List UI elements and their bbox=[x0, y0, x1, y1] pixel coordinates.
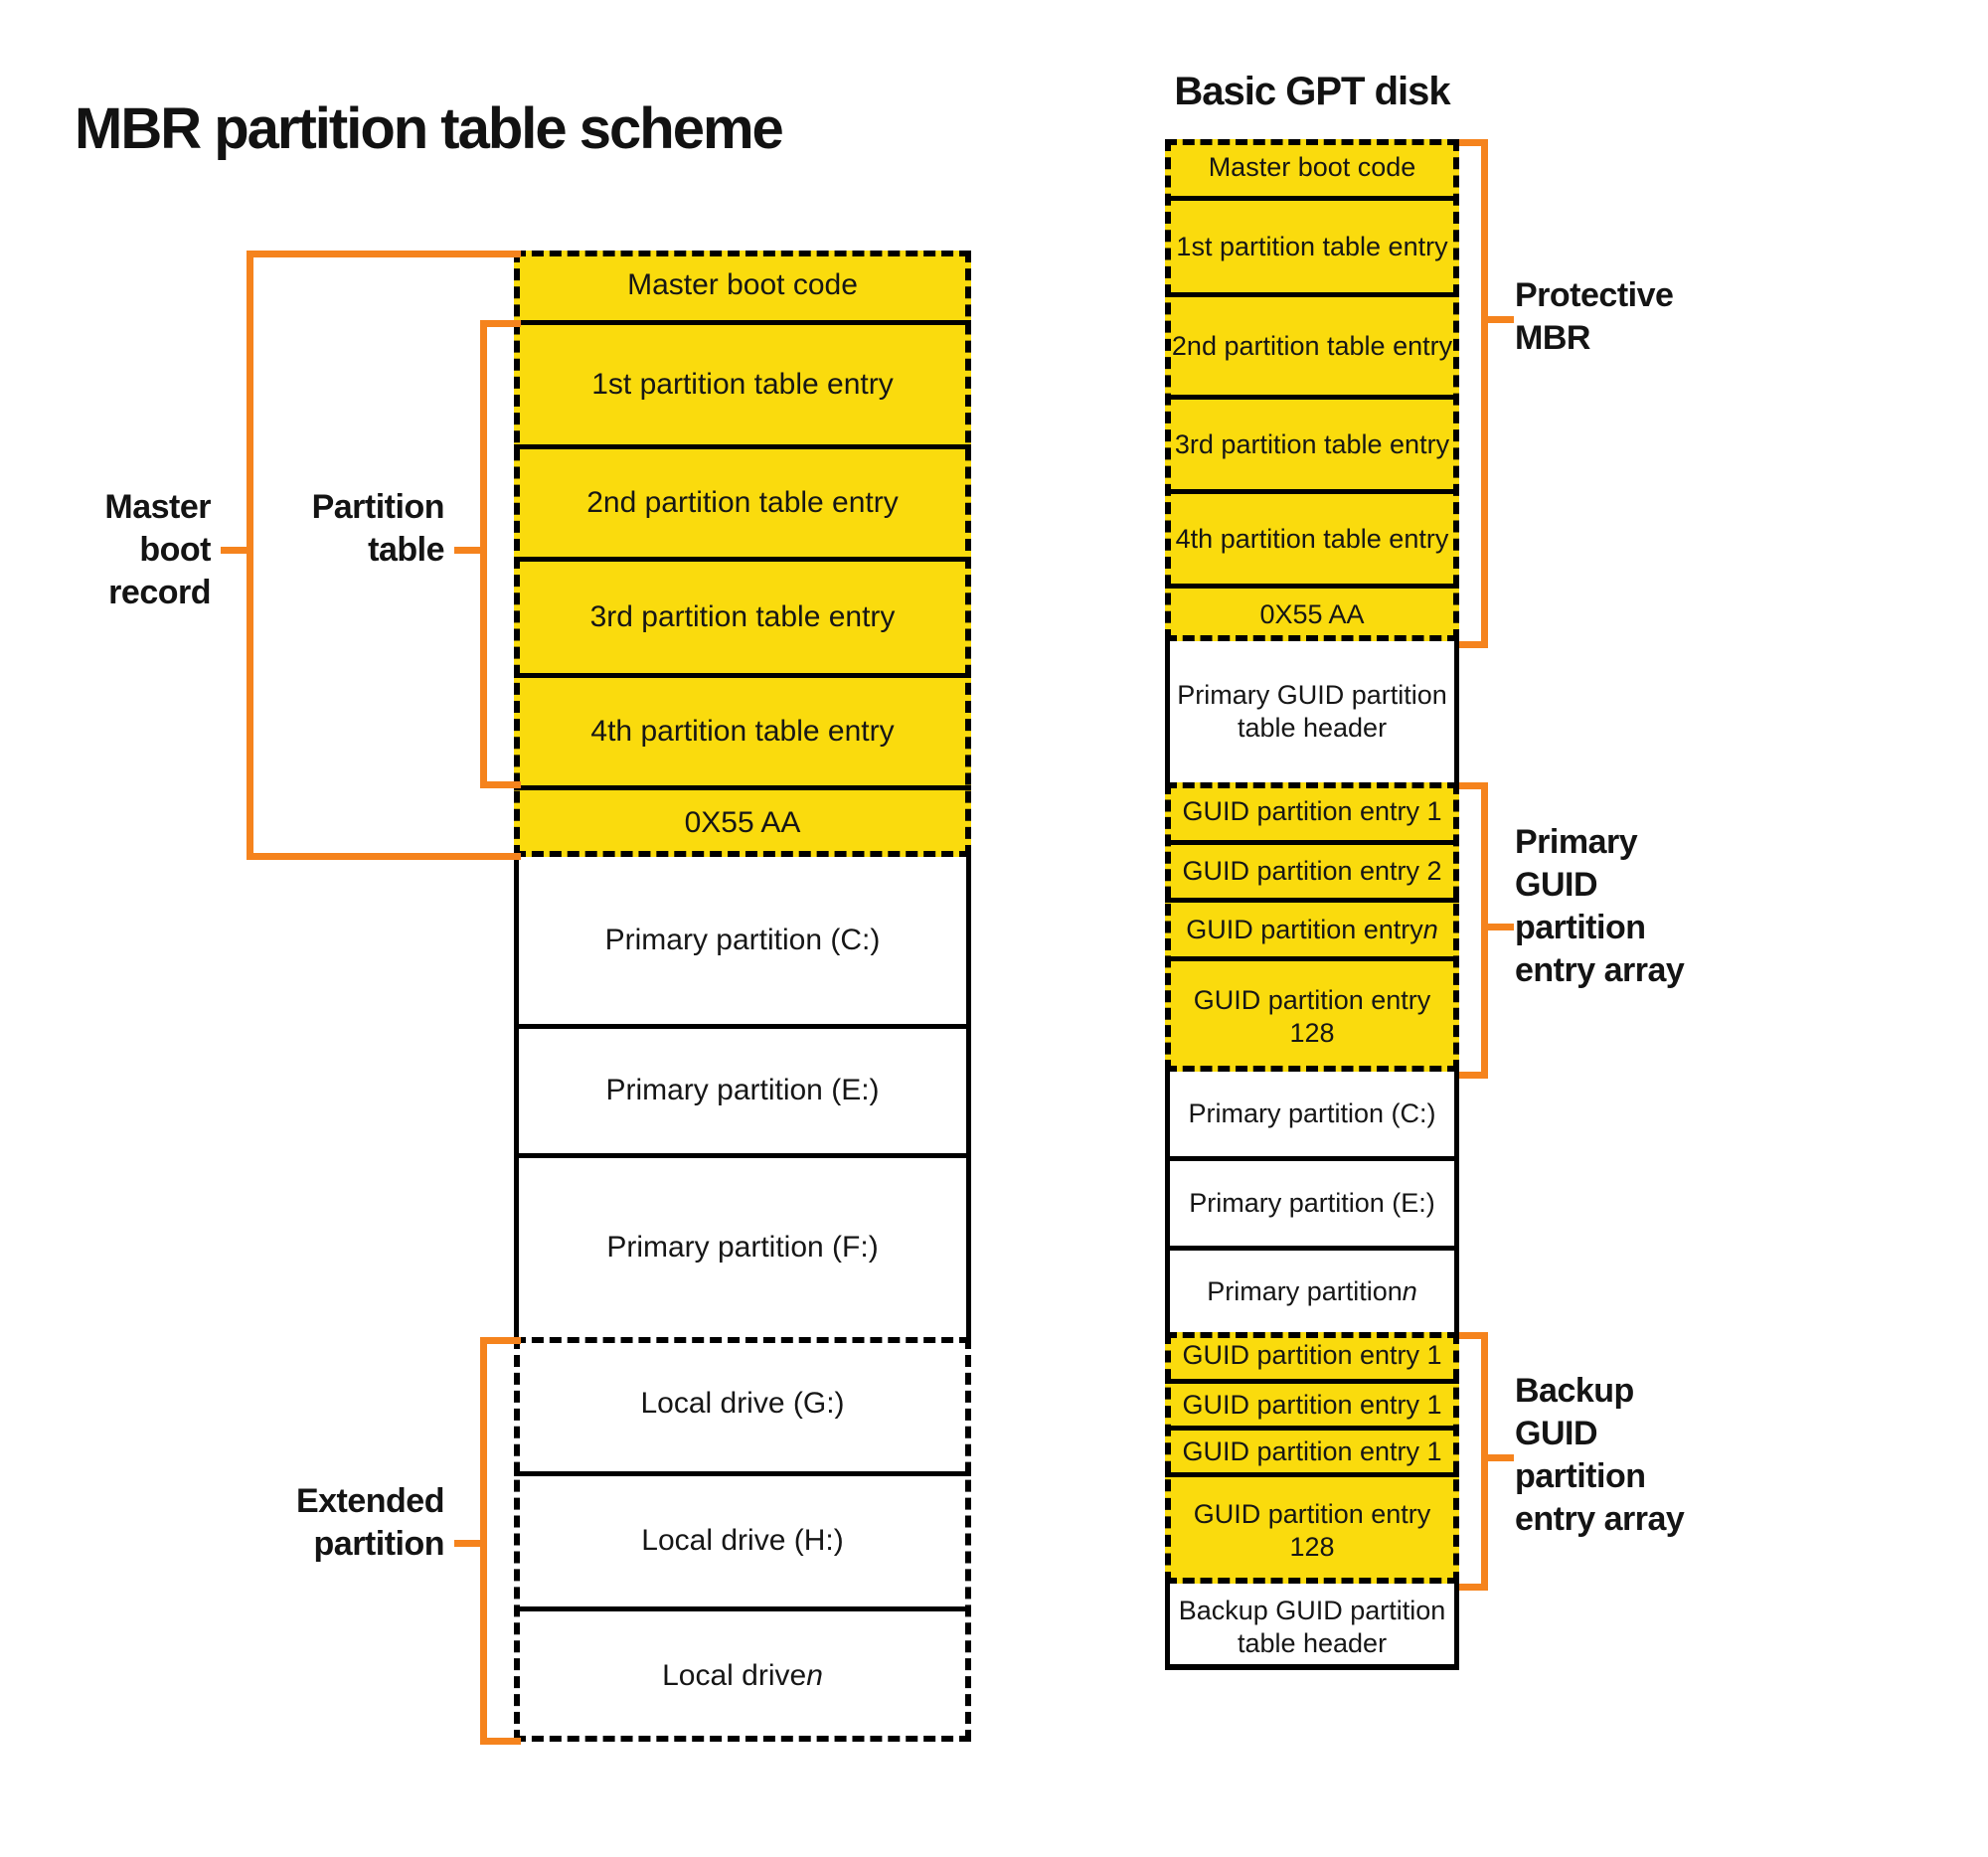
bracket-protective-mbr-bottom-tick bbox=[1459, 641, 1488, 648]
box-label-italic-suffix: n bbox=[806, 1659, 823, 1693]
bracket-master-boot-record-label: Master boot record bbox=[104, 488, 211, 611]
box-guid-partition-entry-n: GUID partition entry n bbox=[1165, 898, 1459, 956]
box-guid-partition-entry-2: GUID partition entry 2 bbox=[1165, 840, 1459, 898]
box-0x55-aa: 0X55 AA bbox=[514, 785, 971, 857]
bracket-extended-partition-top-tick bbox=[480, 1337, 521, 1344]
bracket-primary-guid-partition-entry-array-top-tick bbox=[1459, 782, 1488, 789]
box-local-drive-h: Local drive (H:) bbox=[514, 1471, 971, 1606]
right-diagram-title: Basic GPT disk bbox=[1174, 70, 1450, 113]
box-2nd-partition-table-entry: 2nd partition table entry bbox=[514, 444, 971, 557]
box-master-boot-code: Master boot code bbox=[1165, 139, 1459, 196]
box-master-boot-code: Master boot code bbox=[514, 251, 971, 320]
bracket-partition-table-vertical bbox=[480, 320, 487, 788]
box-primary-partition-e: Primary partition (E:) bbox=[1165, 1156, 1459, 1246]
bracket-extended-partition-vertical bbox=[480, 1337, 487, 1745]
bracket-master-boot-record-mid-tick bbox=[221, 547, 247, 554]
box-label: Primary partition (C:) bbox=[604, 923, 881, 956]
box-label: Master boot code bbox=[627, 267, 858, 301]
box-label: GUID partition entry 1 bbox=[1182, 1389, 1442, 1420]
box-guid-partition-entry-1: GUID partition entry 1 bbox=[1165, 1332, 1459, 1379]
box-label: 1st partition table entry bbox=[591, 367, 894, 401]
bracket-backup-guid-partition-entry-array-vertical bbox=[1481, 1332, 1488, 1591]
bracket-extended-partition-mid-tick bbox=[454, 1540, 480, 1547]
box-local-drive-n: Local drive n bbox=[514, 1606, 971, 1742]
box-3rd-partition-table-entry: 3rd partition table entry bbox=[1165, 395, 1459, 489]
box-label: 0X55 AA bbox=[684, 806, 801, 840]
box-primary-guid-partition-table-header: Primary GUID partition table header bbox=[1165, 641, 1459, 782]
box-guid-partition-entry-128: GUID partition entry 128 bbox=[1165, 1472, 1459, 1584]
box-label: 3rd partition table entry bbox=[589, 599, 896, 633]
bracket-master-boot-record-top-tick bbox=[247, 251, 521, 257]
box-label: 3rd partition table entry bbox=[1174, 428, 1450, 459]
box-label: Master boot code bbox=[1208, 152, 1416, 183]
box-label-italic-suffix: n bbox=[1402, 1275, 1417, 1306]
box-label: GUID partition entry 1 bbox=[1182, 1435, 1442, 1466]
box-local-drive-g: Local drive (G:) bbox=[514, 1337, 971, 1471]
box-label: 1st partition table entry bbox=[1176, 231, 1448, 261]
box-1st-partition-table-entry: 1st partition table entry bbox=[514, 320, 971, 444]
box-4th-partition-table-entry: 4th partition table entry bbox=[1165, 489, 1459, 584]
box-guid-partition-entry-1: GUID partition entry 1 bbox=[1165, 1379, 1459, 1426]
box-primary-partition-c: Primary partition (C:) bbox=[1165, 1072, 1459, 1156]
box-label: GUID partition entry 2 bbox=[1182, 856, 1442, 887]
bracket-extended-partition-label: Extended partition bbox=[295, 1482, 445, 1563]
box-label: GUID partition entry 128 bbox=[1193, 984, 1431, 1048]
bracket-protective-mbr-label: Protective MBR bbox=[1515, 276, 1674, 357]
bracket-primary-guid-partition-entry-array-mid-tick bbox=[1488, 924, 1514, 930]
bracket-protective-mbr-vertical bbox=[1481, 139, 1488, 648]
box-primary-partition-f: Primary partition (F:) bbox=[514, 1153, 971, 1337]
box-label: GUID partition entry bbox=[1186, 914, 1423, 944]
box-2nd-partition-table-entry: 2nd partition table entry bbox=[1165, 292, 1459, 395]
box-label: 2nd partition table entry bbox=[586, 485, 899, 519]
box-label: GUID partition entry 1 bbox=[1182, 1340, 1442, 1371]
box-1st-partition-table-entry: 1st partition table entry bbox=[1165, 196, 1459, 292]
bracket-backup-guid-partition-entry-array-label: Backup GUID partition entry array bbox=[1515, 1372, 1685, 1538]
box-label: Primary GUID partition table header bbox=[1177, 680, 1447, 743]
box-primary-partition-e: Primary partition (E:) bbox=[514, 1024, 971, 1153]
box-label: GUID partition entry 1 bbox=[1182, 795, 1442, 826]
box-backup-guid-partition-table-header: Backup GUID partition table header bbox=[1165, 1584, 1459, 1670]
box-primary-partition-n: Primary partition n bbox=[1165, 1246, 1459, 1332]
box-guid-partition-entry-128: GUID partition entry 128 bbox=[1165, 956, 1459, 1072]
bracket-extended-partition-bottom-tick bbox=[480, 1738, 521, 1745]
bracket-partition-table-top-tick bbox=[480, 320, 521, 327]
bracket-backup-guid-partition-entry-array-mid-tick bbox=[1488, 1454, 1514, 1461]
bracket-partition-table-mid-tick bbox=[454, 547, 480, 554]
box-0x55-aa: 0X55 AA bbox=[1165, 584, 1459, 641]
box-label: 4th partition table entry bbox=[590, 714, 895, 748]
box-label: Primary partition (E:) bbox=[605, 1074, 880, 1107]
box-label: Primary partition (F:) bbox=[606, 1230, 879, 1264]
box-guid-partition-entry-1: GUID partition entry 1 bbox=[1165, 782, 1459, 840]
bracket-protective-mbr-mid-tick bbox=[1488, 316, 1514, 323]
box-label-italic-suffix: n bbox=[1422, 914, 1438, 944]
bracket-partition-table-label: Partition table bbox=[311, 488, 445, 569]
box-label: Local drive (G:) bbox=[640, 1387, 845, 1421]
box-label: 2nd partition table entry bbox=[1171, 330, 1453, 361]
box-label: Primary partition (E:) bbox=[1189, 1188, 1435, 1219]
bracket-primary-guid-partition-entry-array-vertical bbox=[1481, 782, 1488, 1079]
box-label: Backup GUID partition table header bbox=[1178, 1595, 1446, 1658]
bracket-primary-guid-partition-entry-array-bottom-tick bbox=[1459, 1072, 1488, 1079]
left-diagram-title: MBR partition table scheme bbox=[75, 96, 784, 161]
bracket-primary-guid-partition-entry-array-label: Primary GUID partition entry array bbox=[1515, 823, 1685, 989]
box-label: Primary partition (C:) bbox=[1188, 1098, 1436, 1129]
box-guid-partition-entry-1: GUID partition entry 1 bbox=[1165, 1426, 1459, 1472]
box-primary-partition-c: Primary partition (C:) bbox=[514, 857, 971, 1024]
box-4th-partition-table-entry: 4th partition table entry bbox=[514, 673, 971, 785]
box-3rd-partition-table-entry: 3rd partition table entry bbox=[514, 557, 971, 673]
box-label: Local drive bbox=[662, 1659, 807, 1693]
box-label: GUID partition entry 128 bbox=[1193, 1498, 1431, 1562]
bracket-master-boot-record-bottom-tick bbox=[247, 853, 521, 860]
box-label: Primary partition bbox=[1207, 1275, 1403, 1306]
bracket-master-boot-record-vertical bbox=[247, 251, 253, 860]
bracket-partition-table-bottom-tick bbox=[480, 781, 521, 788]
bracket-backup-guid-partition-entry-array-top-tick bbox=[1459, 1332, 1488, 1339]
bracket-protective-mbr-top-tick bbox=[1459, 139, 1488, 146]
box-label: 4th partition table entry bbox=[1175, 523, 1449, 554]
box-label: 0X55 AA bbox=[1259, 599, 1365, 630]
bracket-backup-guid-partition-entry-array-bottom-tick bbox=[1459, 1584, 1488, 1591]
box-label: Local drive (H:) bbox=[641, 1524, 844, 1558]
